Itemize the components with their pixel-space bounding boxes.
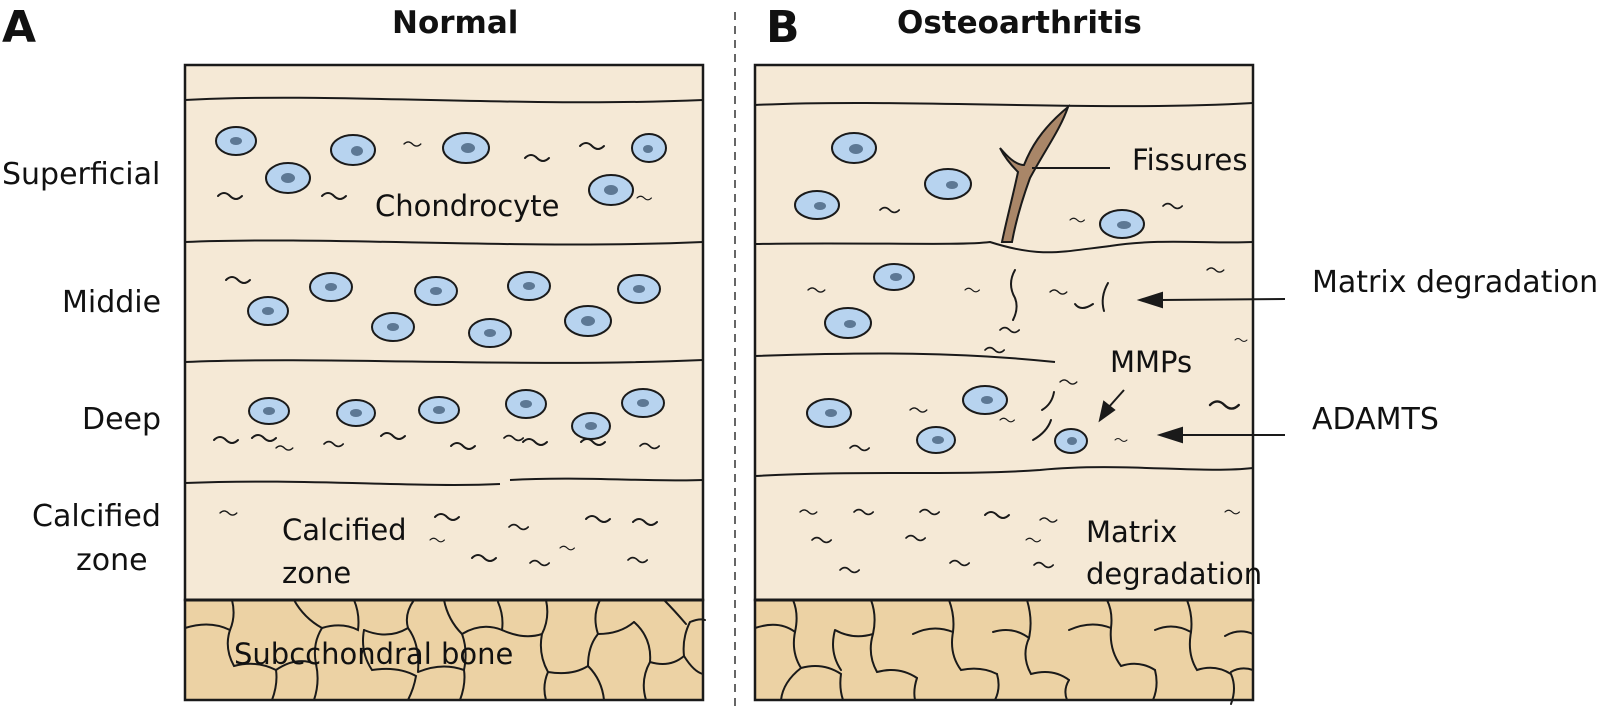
panel-a-illustration [183, 63, 706, 702]
panel-a-nuclei [230, 137, 653, 430]
panel-b-boundary-3 [754, 466, 1254, 477]
degradation-label: degradation [1086, 557, 1263, 591]
panel-b-boundary-2 [754, 352, 1056, 363]
panel-b-fibers [799, 202, 1248, 574]
panel-a-letter: A [2, 2, 37, 53]
panel-a-title: Normal [392, 5, 519, 41]
zone-label-calcified-zone: zone [76, 543, 148, 578]
matrix-label: Matrix [1086, 515, 1178, 549]
zone-label-calcified: Calcified [32, 499, 161, 534]
calcified-zone-label: zone [282, 556, 352, 590]
chondrocyte-label: Chondrocyte [375, 189, 560, 223]
adamts-label: ADAMTS [1312, 402, 1439, 437]
fissures-label: Fissures [1132, 143, 1248, 177]
calcified-label: Calcified [282, 513, 407, 547]
zone-label-middle: Middie [62, 285, 162, 320]
panel-b-chondrocytes [794, 132, 1145, 454]
panel-b-boundary-1 [754, 240, 1254, 254]
panel-b-boundary-top [754, 101, 1254, 108]
arrow-matrix-degradation [1159, 298, 1286, 301]
panel-a-boundary-3 [184, 480, 501, 486]
zone-label-superficial: Superficial [2, 157, 161, 192]
fissure [999, 103, 1071, 243]
panel-a-boundary-1 [184, 239, 704, 246]
panel-b-arrows [1098, 291, 1286, 444]
panel-b-illustration [753, 63, 1286, 705]
panel-b-bone [753, 598, 1255, 702]
mmps-label: MMPs [1110, 345, 1193, 379]
subchondral-bone-label: Subcchondral bone [234, 637, 514, 671]
panel-a-bone-cells [184, 599, 706, 701]
panel-b-nuclei [814, 144, 1131, 445]
panel-a-boundary-3b [509, 477, 704, 482]
panel-b-letter: B [766, 2, 800, 53]
arrow-mmps [1107, 389, 1125, 409]
panel-b-bone-cells [754, 599, 1254, 705]
matrix-degradation-label: Matrix degradation [1312, 265, 1599, 300]
panel-a-bone [183, 598, 705, 702]
zone-label-deep: Deep [82, 402, 162, 437]
panel-b-title: Osteoarthritis [897, 5, 1142, 41]
panel-a-boundary-top [184, 96, 704, 104]
panel-a-boundary-2 [184, 359, 704, 364]
